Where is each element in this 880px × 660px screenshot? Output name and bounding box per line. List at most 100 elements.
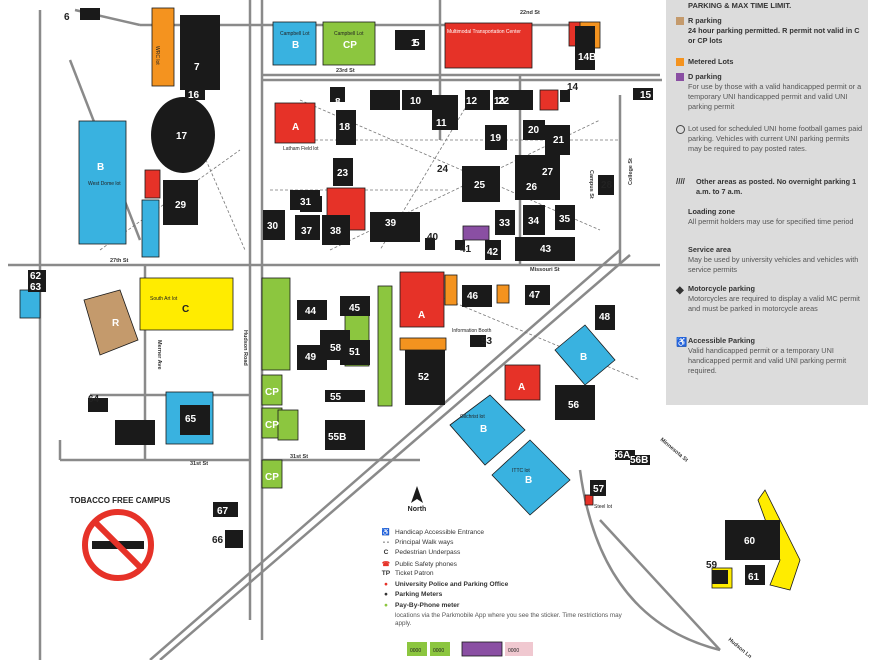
street-missouri: Missouri St [530,267,560,273]
building-5: 5 [414,38,420,49]
metered-swatch [676,58,684,66]
building-61: 61 [748,572,760,583]
lot-label-west-dome: West Dome lot [88,181,121,187]
building-14b: 14B [578,52,596,63]
legend-accessible-title: Accessible Parking [688,336,755,345]
building-37: 37 [301,226,313,237]
building-35: 35 [559,214,571,225]
lot-label-wrc: WRC lot [154,46,160,65]
building-45: 45 [349,303,361,314]
building-22: 22 [498,96,510,107]
building-46: 46 [467,291,479,302]
key-parkmobile-note: locations via the Parkmobile App where y… [395,612,622,628]
north-arrow-icon [411,486,423,503]
building-53: 53 [481,336,493,347]
accessible-icon: ♿ [676,337,688,347]
building-31: 31 [300,197,312,208]
street-hudson: Hudson Road [242,330,248,366]
lot-letter-b-east: B [580,352,587,363]
no-smoking-icon [82,509,154,581]
parking-legend: PARKING & MAX TIME LIMIT. R parking 24 h… [666,0,868,405]
motorcycle-diamond-icon: ◆ [676,285,684,296]
lot-letter-b-campbell: B [292,40,299,51]
legend-item-r-parking: R parking 24 hour parking permitted. R p… [676,16,864,46]
key-row-walkways: - -Principal Walk ways [377,539,637,550]
legend-loading-desc: All permit holders may use for specified… [688,216,854,226]
meter-dot-icon: ● [384,591,388,598]
key-police-label: University Police and Parking Office [395,580,509,588]
legend-header: PARKING & MAX TIME LIMIT. [688,1,792,10]
building-63: 63 [30,282,42,293]
key-meters-label: Parking Meters [395,591,443,598]
map-key: ♿ Handicap Accessible Entrance - -Princip… [377,528,637,628]
building-1: 1 [411,38,417,49]
building-65: 65 [185,414,197,425]
key-phones-label: Public Safety phones [395,560,457,568]
handicap-entrance-icon: ♿ [381,529,391,536]
building-66: 66 [212,535,224,546]
key-row-underpass: C Pedestrian Underpass [377,549,637,560]
brown-lot [83,289,139,356]
building-56: 56 [568,400,580,411]
lot-letter-b-west-dome: B [97,162,104,173]
street-hudson-lane: Hudson Ln [727,637,753,660]
legend-motorcycle-desc: Motorcycles are required to display a va… [688,293,860,313]
lot-label-steel: Steel lot [594,504,613,510]
lot-label-campbell-cp: Campbell Lot [334,31,364,37]
street-campus: Campus St [588,170,594,199]
street-23rd: 23rd St [336,68,355,74]
legend-service-title: Service area [688,245,732,254]
underpass-icon: C [383,549,389,556]
legend-motorcycle-title: Motorcycle parking [688,284,755,293]
building-51: 51 [349,347,361,358]
r-lot-letters: A A A [292,122,525,393]
lot-letter-cp-south-3: CP [265,472,279,483]
legend-football-desc: Lot used for scheduled UNI home football… [688,124,863,153]
lot-labels: Campbell Lot Campbell Lot South Art lot … [88,29,613,510]
building-18: 18 [339,122,351,133]
building-58: 58 [330,343,342,354]
building-67: 67 [217,506,229,517]
legend-metered-title: Metered Lots [688,57,734,66]
building-33: 33 [499,218,511,229]
legend-item-d-parking: D parking For use by those with a valid … [676,72,864,111]
lot-letter-cp-south-1: CP [265,387,279,398]
building-20: 20 [528,125,540,136]
b-lot-letters: B B B B B [97,40,587,486]
legend-d-title: D parking [688,72,722,81]
building-55: 55 [330,392,342,403]
lot-letter-cp-south-2: CP [265,420,279,431]
key-row-phones: ☎ Public Safety phones [377,560,637,571]
phone-icon: ☎ [381,560,391,568]
d-parking-swatch [676,73,684,81]
lot-label-south-art: South Art lot [150,296,178,302]
key-handicap-label: Handicap Accessible Entrance [395,529,485,536]
building-26: 26 [526,182,538,193]
bottom-badges: 0000 0000 0000 [407,642,533,656]
key-underpass-label: Pedestrian Underpass [395,549,461,556]
building-19: 19 [490,133,502,144]
building-25: 25 [474,180,486,191]
lot-label-latham: Latham Field lot [283,146,319,152]
building-23: 23 [337,168,349,179]
legend-r-desc: 24 hour parking permitted. R permit not … [688,25,860,45]
buildings [28,8,780,585]
key-ticket-label: Ticket Patron [395,570,434,577]
building-56b: 56B [630,455,648,466]
building-9: 9 [346,89,352,100]
legend-item-accessible: ♿ Accessible Parking Valid handicapped p… [676,336,864,375]
key-row-police: ●University Police and Parking Office [377,581,637,592]
badge-1: 0000 [410,648,421,654]
building-12: 12 [466,96,478,107]
building-44: 44 [305,306,317,317]
street-22nd: 22nd St [520,10,540,16]
building-21: 21 [553,135,565,146]
legend-item-service: Service area May be used by university v… [676,245,864,275]
lot-label-us-south: ITTC lot [512,468,530,474]
building-55b: 55B [328,432,346,443]
street-minnesota: Minnesota St [659,437,689,464]
building-8: 8 [335,97,341,108]
building-38: 38 [330,226,342,237]
street-merner: Merner Ave [156,340,162,370]
building-34: 34 [528,216,540,227]
